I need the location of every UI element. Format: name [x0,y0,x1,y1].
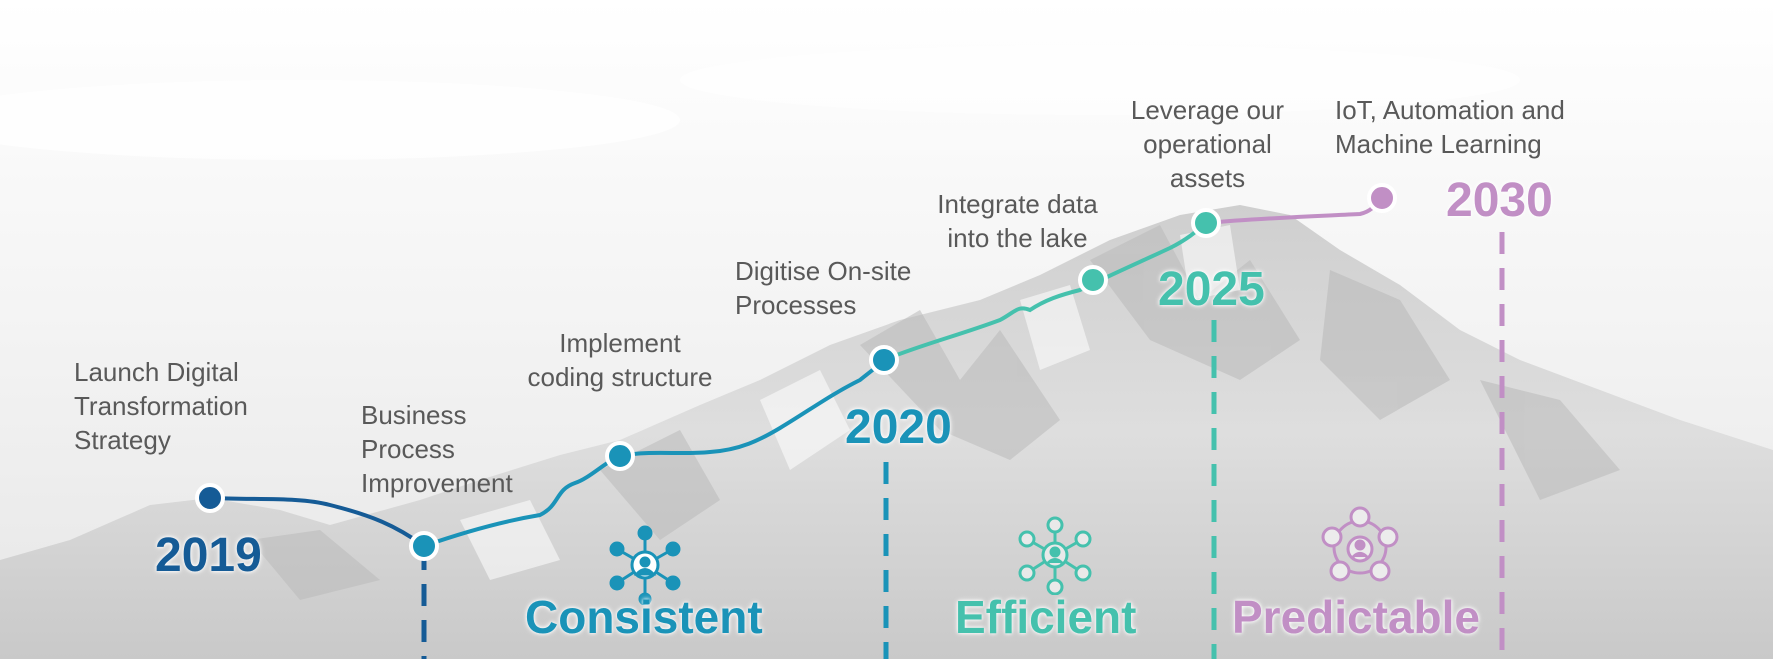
milestone-label-integrate: Integrate data into the lake [937,189,1098,253]
milestone-dot-coding [605,441,635,471]
milestone-label-coding: Implement coding structure [527,328,713,392]
milestone-label-bpi: Business Process Improvement [361,400,513,498]
year-2025: 2025 [1158,263,1265,316]
milestone-label-leverage: Leverage our operational assets [1130,95,1285,193]
milestone-label-iot: IoT, Automation and Machine Learning [1335,95,1565,159]
path-segment-3 [883,221,1208,362]
connected-people-icon [1321,506,1399,582]
milestone-dot-digitise [869,345,899,375]
people-network-icon [1018,516,1092,595]
milestone-label-digitise: Digitise On-site Processes [735,256,912,320]
year-2019: 2019 [155,529,262,582]
milestone-dot-launch [195,483,225,513]
phase-consistent: Consistent [525,591,763,643]
milestone-label-launch: Launch Digital Transformation Strategy [74,357,248,455]
milestone-dot-bpi [409,531,439,561]
path-segment-2 [423,358,886,548]
milestone-dot-iot [1367,183,1397,213]
year-2020: 2020 [845,401,952,454]
milestone-dot-leverage [1191,208,1221,238]
network-hub-icon [609,525,681,605]
year-2030: 2030 [1446,174,1553,227]
phase-predictable: Predictable [1232,591,1480,643]
path-segment-1 [209,496,426,548]
milestone-dot-integrate [1078,265,1108,295]
phase-efficient: Efficient [955,591,1137,643]
